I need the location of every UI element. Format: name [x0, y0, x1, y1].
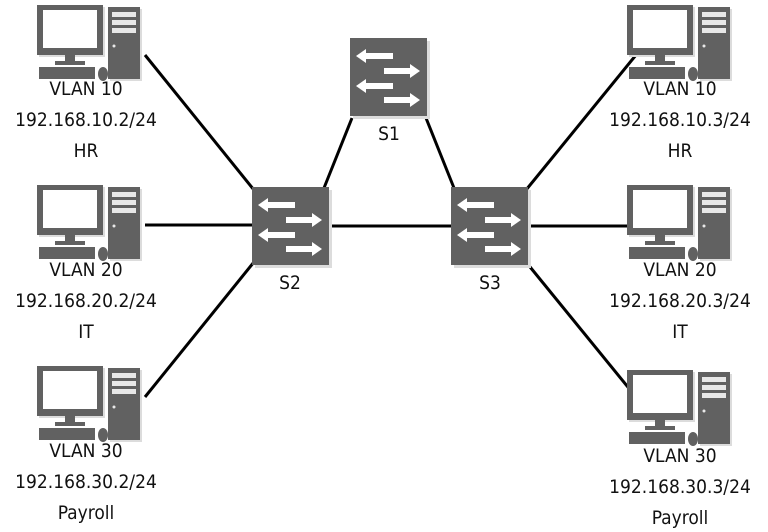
link-s3-pc4 — [524, 54, 638, 191]
host-vlan: VLAN 30 — [643, 445, 716, 467]
host-payroll-right[interactable]: VLAN 30 192.168.30.3/24 Payroll — [609, 370, 751, 529]
link-s2-s1 — [322, 117, 354, 189]
switch-icon — [451, 187, 531, 268]
computer-icon — [37, 5, 142, 81]
host-ip: 192.168.10.3/24 — [609, 109, 751, 131]
switch-label: S3 — [479, 272, 501, 294]
host-vlan: VLAN 10 — [643, 78, 716, 100]
link-pc1-s2 — [143, 54, 256, 191]
computer-icon — [627, 5, 732, 81]
host-vlan: VLAN 10 — [49, 78, 122, 100]
switch-label: S1 — [378, 123, 400, 145]
switch-icon — [252, 187, 332, 268]
host-dept: IT — [78, 321, 94, 343]
host-ip: 192.168.30.3/24 — [609, 476, 751, 498]
host-it-right[interactable]: VLAN 20 192.168.20.3/24 IT — [609, 185, 751, 343]
host-vlan: VLAN 30 — [49, 440, 122, 462]
switch-s3[interactable]: S3 — [451, 187, 531, 294]
host-ip: 192.168.30.2/24 — [15, 471, 157, 493]
host-dept: HR — [74, 140, 99, 162]
host-it-left[interactable]: VLAN 20 192.168.20.2/24 IT — [15, 185, 157, 343]
host-vlan: VLAN 20 — [643, 259, 716, 281]
switch-label: S2 — [279, 272, 301, 294]
host-ip: 192.168.10.2/24 — [15, 109, 157, 131]
host-dept: Payroll — [58, 502, 115, 524]
host-dept: IT — [672, 321, 688, 343]
computer-icon — [37, 185, 142, 261]
host-payroll-left[interactable]: VLAN 30 192.168.30.2/24 Payroll — [15, 366, 157, 524]
link-s1-s3 — [424, 117, 456, 189]
host-hr-left[interactable]: VLAN 10 192.168.10.2/24 HR — [15, 5, 157, 162]
host-dept: Payroll — [652, 507, 709, 529]
host-dept: HR — [668, 140, 693, 162]
switch-icon — [350, 38, 430, 119]
link-pc3-s2 — [143, 261, 256, 398]
computer-icon — [37, 366, 142, 442]
host-ip: 192.168.20.3/24 — [609, 290, 751, 312]
links — [143, 54, 638, 398]
link-s3-pc6 — [524, 261, 638, 398]
switch-s1[interactable]: S1 — [350, 38, 430, 145]
computer-icon — [627, 185, 732, 261]
switch-s2[interactable]: S2 — [252, 187, 332, 294]
computer-icon — [627, 370, 732, 446]
host-vlan: VLAN 20 — [49, 259, 122, 281]
host-hr-right[interactable]: VLAN 10 192.168.10.3/24 HR — [609, 5, 751, 162]
host-ip: 192.168.20.2/24 — [15, 290, 157, 312]
